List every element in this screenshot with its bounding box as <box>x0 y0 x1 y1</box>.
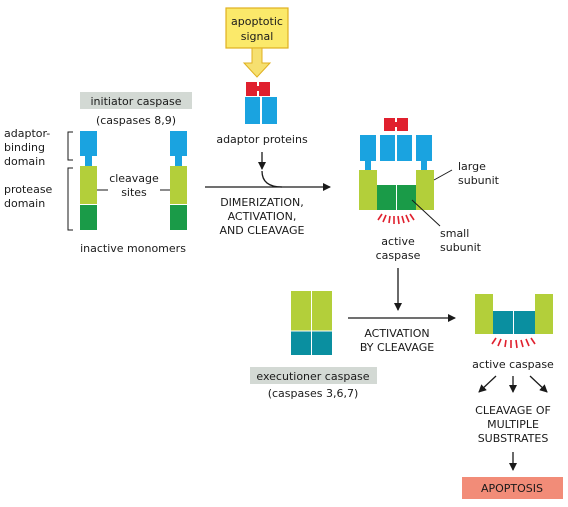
large-subunit-line-2: subunit <box>458 174 500 187</box>
complex-large-left <box>359 170 377 210</box>
large-subunit-pointer <box>433 169 453 181</box>
adaptor-binding-line-1: adaptor- <box>4 127 50 140</box>
complex-cleavage-marks <box>377 213 415 225</box>
active-caspase-2-label: active caspase <box>472 358 554 371</box>
complex-blue-1 <box>360 135 376 161</box>
protease-line-2: domain <box>4 197 45 210</box>
dimerization-line-1: DIMERIZATION, <box>220 196 304 209</box>
substrates-line-1: CLEAVAGE OF <box>475 404 551 417</box>
complex-linker-right <box>421 161 427 170</box>
monomer-left-large <box>80 166 97 204</box>
executioner-caspase-inactive <box>291 291 332 355</box>
complex-small-left <box>377 185 396 210</box>
adaptor-proteins-label: adaptor proteins <box>216 133 308 146</box>
complex-blue-2 <box>380 135 395 161</box>
executioner-caspase-title: executioner caspase <box>256 370 369 383</box>
adaptor-blue-left <box>245 97 260 124</box>
complex-blue-3 <box>397 135 412 161</box>
inactive-monomer-right <box>170 131 187 230</box>
monomer-left-small <box>80 205 97 230</box>
apoptotic-signal: apoptotic signal <box>225 7 289 78</box>
executioner-small-right <box>312 331 332 355</box>
active-executioner-caspase <box>475 294 553 349</box>
signal-line-2: signal <box>241 30 274 43</box>
complex-linker-left <box>365 161 371 170</box>
active-exec-small-right <box>514 311 535 334</box>
inactive-monomer-left <box>80 131 97 230</box>
signal-arrow <box>242 47 272 78</box>
active-exec-cleavage-marks <box>491 337 536 349</box>
adaptor-connector <box>255 86 261 91</box>
substrate-arrow-right <box>529 375 548 393</box>
cleavage-sites-line-1: cleavage <box>109 172 159 185</box>
substrates-line-2: MULTIPLE <box>487 418 539 431</box>
protease-line-1: protease <box>4 183 53 196</box>
complex-small-right <box>397 185 416 210</box>
complex-red-left <box>384 118 395 131</box>
dimerization-line-2: ACTIVATION, <box>228 210 297 223</box>
executioner-large-right <box>312 291 332 331</box>
large-subunit-line-1: large <box>458 160 486 173</box>
active-caspase-1-line-2: caspase <box>376 249 421 262</box>
monomer-left-linker <box>85 156 92 166</box>
executioner-caspase-subtitle: (caspases 3,6,7) <box>268 387 359 400</box>
cleavage-sites-line-2: sites <box>121 186 147 199</box>
adaptor-blue-right <box>262 97 277 124</box>
activation-line-2: BY CLEAVAGE <box>360 341 434 354</box>
protease-bracket <box>67 167 73 231</box>
inactive-monomers-label: inactive monomers <box>80 242 186 255</box>
complex-blue-4 <box>416 135 432 161</box>
active-exec-large-right <box>535 294 553 334</box>
monomer-right-adaptor-domain <box>170 131 187 156</box>
monomer-right-linker <box>175 156 182 166</box>
adaptor-red-right <box>259 82 270 96</box>
complex-red-right <box>397 118 408 131</box>
activation-line-1: ACTIVATION <box>364 327 429 340</box>
small-subunit-line-1: small <box>440 227 469 240</box>
initiator-caspase-subtitle: (caspases 8,9) <box>96 114 176 127</box>
adaptor-proteins: adaptor proteins <box>216 82 308 146</box>
executioner-small-left <box>291 331 311 355</box>
active-initiator-complex <box>359 118 434 225</box>
adaptor-binding-line-3: domain <box>4 155 45 168</box>
complex-red-connector <box>393 122 399 127</box>
dimerization-line-3: AND CLEAVAGE <box>220 224 305 237</box>
signal-line-1: apoptotic <box>231 15 283 28</box>
apoptosis-label: APOPTOSIS <box>481 482 543 495</box>
complex-large-right <box>416 170 434 210</box>
initiator-caspase-title: initiator caspase <box>91 95 182 108</box>
substrate-arrow-left <box>478 375 497 393</box>
monomer-left-adaptor-domain <box>80 131 97 156</box>
adaptor-binding-line-2: binding <box>4 141 45 154</box>
active-exec-small-left <box>493 311 513 334</box>
executioner-caspase-box <box>250 367 377 384</box>
monomer-right-small <box>170 205 187 230</box>
substrates-line-3: SUBSTRATES <box>478 432 549 445</box>
initiator-caspase-box <box>80 92 192 109</box>
adaptor-red-left <box>246 82 257 96</box>
small-subunit-line-2: subunit <box>440 241 482 254</box>
executioner-large-left <box>291 291 311 331</box>
apoptosis-box <box>462 477 563 499</box>
protease-domain-label: protease domain <box>4 183 53 210</box>
monomer-right-large <box>170 166 187 204</box>
adaptor-binding-bracket <box>67 131 73 161</box>
active-caspase-1-line-1: active <box>381 235 415 248</box>
active-exec-large-left <box>475 294 493 334</box>
small-subunit-pointer <box>411 199 441 227</box>
signal-box <box>225 7 289 49</box>
adaptor-binding-domain-label: adaptor- binding domain <box>4 127 50 168</box>
adaptor-curve <box>261 170 283 188</box>
